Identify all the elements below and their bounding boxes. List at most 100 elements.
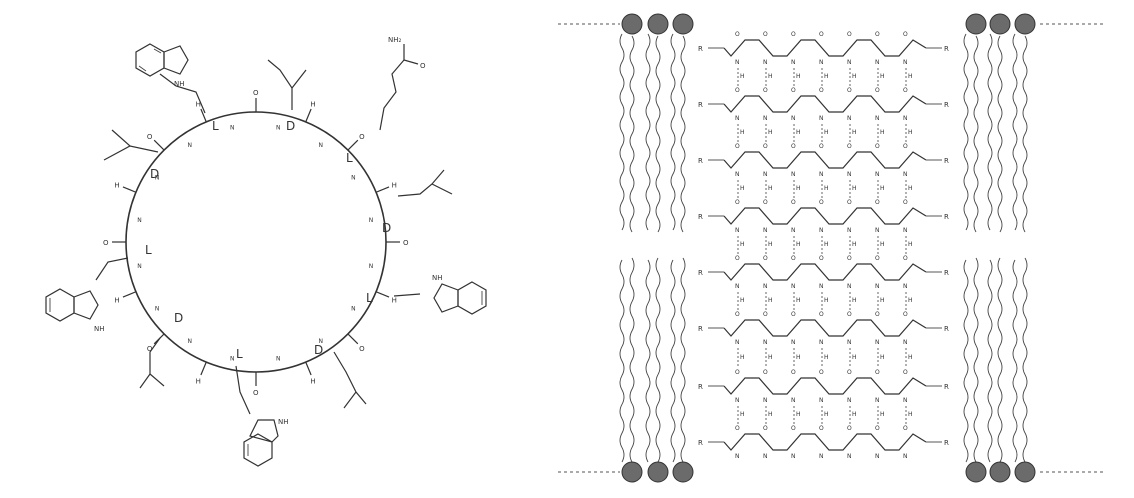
lipid-tail (680, 257, 686, 463)
peptide-backbone (723, 95, 927, 113)
carbonyl-oxygen: O (253, 89, 259, 97)
carbonyl-oxygen: O (903, 87, 908, 94)
amide-nitrogen: N (875, 171, 880, 178)
hydrogen-atom: H (740, 354, 745, 361)
lipid-head (647, 13, 669, 35)
amide-nitrogen: N (819, 115, 824, 122)
carbonyl-oxygen: O (763, 143, 768, 150)
indole-top-nh: NH (174, 80, 185, 88)
stereo-label-l-bot: L (236, 347, 243, 361)
hydrogen-atom: H (908, 411, 913, 418)
amide-nitrogen: N (791, 227, 796, 234)
carbonyl-oxygen: O (763, 425, 768, 432)
amide-nitrogen: N (875, 453, 880, 460)
amide-nitrogen: N (819, 227, 824, 234)
stereo-label-d-left: D (150, 167, 159, 181)
lipid-head (1014, 13, 1036, 35)
side-chain-bond (393, 293, 421, 297)
amide-nitrogen: N (763, 59, 768, 66)
r-group-left: R (698, 45, 703, 53)
amide-nitrogen: N (875, 283, 880, 290)
carbonyl-oxygen: O (763, 255, 768, 262)
amide-nitrogen: N (791, 453, 796, 460)
carbonyl-oxygen: O (847, 31, 852, 38)
hydrogen-atom: H (880, 73, 885, 80)
hydrogen-atom: H (908, 354, 913, 361)
amide-hydrogen: H (196, 100, 201, 108)
side-chain-bond (95, 257, 129, 281)
amide-nitrogen: N (791, 59, 796, 66)
carbonyl-oxygen: O (791, 143, 796, 150)
lipid-head (647, 461, 669, 483)
lipid-head (672, 461, 694, 483)
hydrogen-atom: H (824, 73, 829, 80)
peptide-backbone (723, 377, 927, 395)
indole-left: NH (45, 288, 105, 333)
hydrogen-atom: H (880, 129, 885, 136)
carbonyl-oxygen: O (903, 31, 908, 38)
amide-nitrogen: N (735, 171, 740, 178)
amide-hydrogen: H (310, 378, 315, 386)
lipid-tail (655, 257, 661, 463)
carbonyl-oxygen: O (875, 31, 880, 38)
r-group-right: R (944, 101, 949, 109)
amide-nitrogen: N (735, 397, 740, 404)
backbone-bond (122, 186, 137, 193)
hydrogen-atom: H (768, 297, 773, 304)
amide-nitrogen: N (847, 115, 852, 122)
side-chain-bond (267, 59, 293, 110)
r-group-right: R (944, 439, 949, 447)
amide-nitrogen: N (903, 171, 908, 178)
carbonyl-oxygen: O (875, 143, 880, 150)
carbonyl-oxygen: O (735, 31, 740, 38)
lipid-tail (987, 33, 993, 231)
backbone-bond (347, 139, 359, 151)
lipid-tail (1022, 257, 1028, 463)
amide-nitrogen: N (791, 397, 796, 404)
r-group-right: R (944, 269, 949, 277)
backbone-bond (122, 291, 137, 298)
carbonyl-oxygen: O (847, 311, 852, 318)
carbonyl-oxygen: O (903, 311, 908, 318)
amide-nitrogen: N (763, 397, 768, 404)
indole-left-nh: NH (94, 325, 105, 333)
peptide-backbone (723, 319, 927, 337)
lipid-bilayer (558, 13, 1106, 483)
r-group-left: R (698, 269, 703, 277)
stereo-label-d-r2: D (382, 221, 391, 235)
carbonyl-oxygen: O (903, 425, 908, 432)
hydrogen-atom: H (796, 185, 801, 192)
lipid-tail (645, 259, 651, 463)
glutamine-side-chain: NH₂ O (379, 36, 426, 131)
amide-nitrogen: N (847, 59, 852, 66)
carbonyl-oxygen: O (103, 239, 109, 247)
hydrogen-atom: H (796, 411, 801, 418)
amide-nitrogen: N (137, 217, 142, 224)
hydrogen-atom: H (824, 241, 829, 248)
carbonyl-oxygen: O (735, 199, 740, 206)
amide-nitrogen: N (276, 356, 281, 363)
amide-nitrogen: N (791, 115, 796, 122)
lipid-tail (997, 35, 1003, 233)
amide-nitrogen: N (735, 339, 740, 346)
carbonyl-oxygen: O (819, 369, 824, 376)
glutamine-amine: NH₂ (388, 36, 402, 44)
lipid-head (672, 13, 694, 35)
amide-nitrogen: N (351, 174, 356, 181)
hydrogen-atom: H (740, 73, 745, 80)
amide-nitrogen: N (819, 339, 824, 346)
amide-nitrogen: N (319, 142, 324, 149)
carbonyl-oxygen: O (819, 255, 824, 262)
amide-nitrogen: N (875, 339, 880, 346)
carbonyl-oxygen: O (735, 425, 740, 432)
amide-nitrogen: N (735, 115, 740, 122)
amide-nitrogen: N (791, 283, 796, 290)
side-chain-bond (149, 373, 165, 387)
lipid-tail (629, 257, 635, 463)
hydrogen-atom: H (852, 241, 857, 248)
hydrogen-atom: H (740, 297, 745, 304)
r-group-left: R (698, 101, 703, 109)
lipid-tail (987, 259, 993, 463)
